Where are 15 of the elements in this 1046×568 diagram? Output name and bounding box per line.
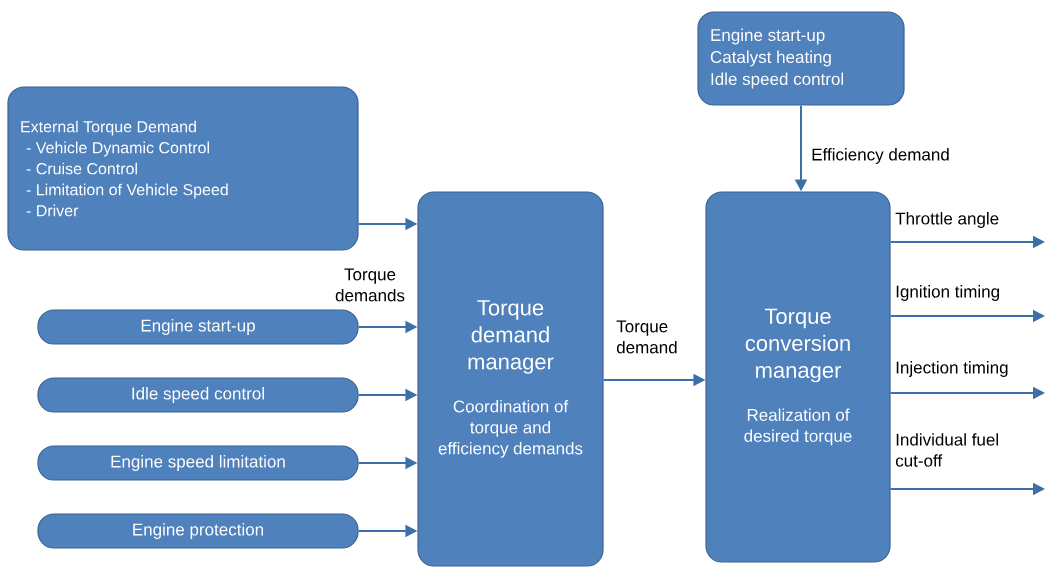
arrow-label: Torque demands bbox=[335, 268, 405, 302]
edge-label: Efficiency demand bbox=[812, 148, 949, 164]
edge-label: Injection timing bbox=[896, 361, 1008, 377]
demand-box: Engine start-up Catalyst heating Idle speed control bbox=[697, 11, 905, 106]
process-box: Engine start-up bbox=[37, 309, 359, 345]
process-box: Engine speed limitation bbox=[37, 445, 359, 481]
edge-label: Ignition timing bbox=[896, 285, 999, 301]
manager-box: Torque conversion manager Realization of desired torque bbox=[705, 191, 891, 563]
process-box: Engine protection bbox=[37, 513, 359, 549]
edge-label: Individual fuel cut-off bbox=[895, 433, 998, 467]
manager-box: Torque demand manager Coordination of torque and efficiency demands bbox=[417, 191, 604, 567]
demand-box: External Torque Demand - Vehicle Dynamic Control - Cruise Control - Limitation of Vehicle Speed - Driver bbox=[7, 86, 359, 251]
edge-label: Throttle angle bbox=[895, 212, 999, 228]
edge-label: Torque demand bbox=[616, 320, 677, 354]
process-box: Idle speed control bbox=[37, 377, 359, 413]
